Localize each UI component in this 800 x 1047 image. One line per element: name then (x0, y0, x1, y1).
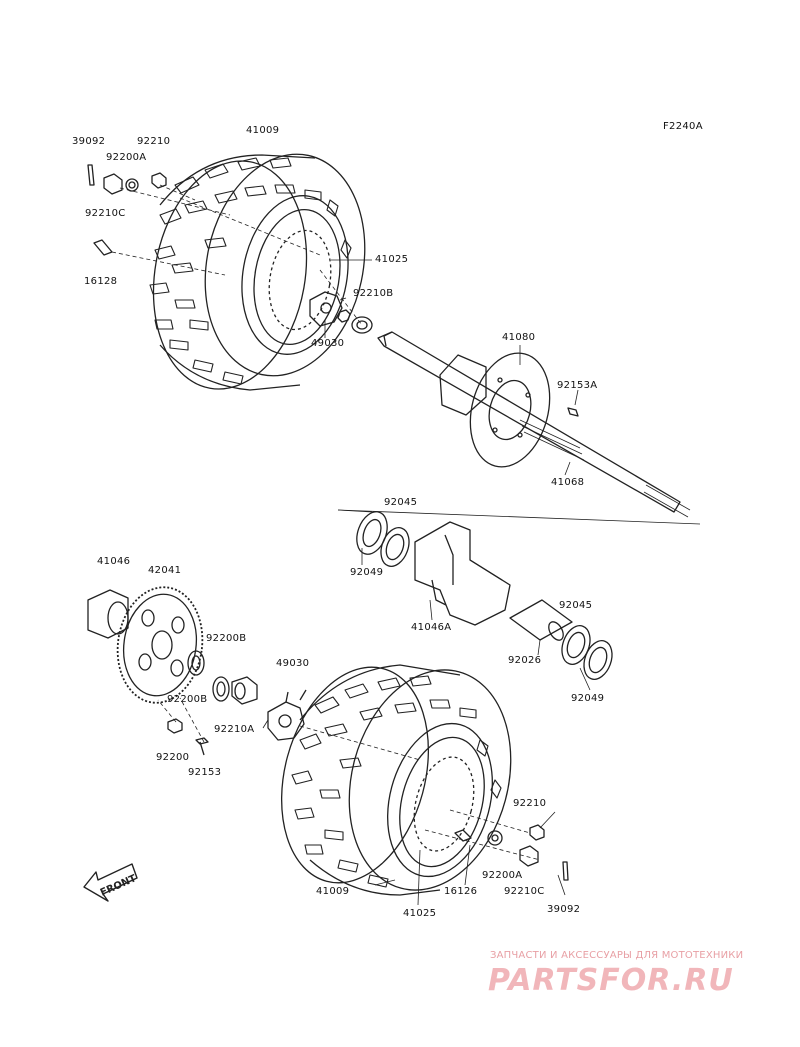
part-label: 16128 (84, 276, 118, 287)
top-hub (309, 269, 373, 334)
part-label: 41025 (375, 254, 409, 265)
part-label: 92026 (508, 655, 542, 666)
part-label: 92200A (482, 870, 523, 881)
part-label: 92210 (513, 798, 547, 809)
part-label: 16126 (444, 886, 478, 897)
watermark-brand: PARTSFOR.RU (488, 963, 734, 998)
part-label: 41046A (411, 622, 452, 633)
bottom-rear-tire (280, 664, 512, 896)
part-label: 92049 (350, 567, 384, 578)
part-label: 92049 (571, 693, 605, 704)
part-label: 92210C (85, 208, 126, 219)
part-label: 92200B (167, 694, 208, 705)
part-label: 92210B (353, 288, 394, 299)
figure-code: F2240A (663, 121, 703, 132)
part-label: 92200B (206, 633, 247, 644)
bottom-hub (267, 689, 421, 761)
part-label: 49030 (276, 658, 310, 669)
part-label: 41025 (403, 908, 437, 919)
sprocket-assembly (87, 586, 258, 756)
leader-lines (262, 259, 591, 906)
part-label: 92153 (188, 767, 222, 778)
part-label: 92045 (559, 600, 593, 611)
top-small-parts (87, 164, 321, 276)
part-label: 92200 (156, 752, 190, 763)
part-label: 41009 (246, 125, 280, 136)
part-label: 41046 (97, 556, 131, 567)
part-label: 92153A (557, 380, 598, 391)
part-label: 92210A (214, 724, 255, 735)
part-label: 49030 (311, 338, 345, 349)
part-label: 41009 (316, 886, 350, 897)
bottom-small-parts (424, 809, 569, 881)
watermark-caption: ЗАПЧАСТИ И АКСЕССУАРЫ ДЛЯ МОТОТЕХНИКИ (490, 950, 744, 961)
front-arrow-icon (83, 863, 138, 902)
part-label: 39092 (72, 136, 106, 147)
part-label: 39092 (547, 904, 581, 915)
top-rear-tire (149, 153, 366, 391)
part-label: 41080 (502, 332, 536, 343)
part-label: 92210C (504, 886, 545, 897)
part-label: 42041 (148, 565, 182, 576)
part-label: 92045 (384, 497, 418, 508)
part-label: 41068 (551, 477, 585, 488)
rear-axle-shaft (337, 331, 701, 525)
part-label: 92210 (137, 136, 171, 147)
part-label: 92200A (106, 152, 147, 163)
axle-carrier (356, 511, 613, 680)
